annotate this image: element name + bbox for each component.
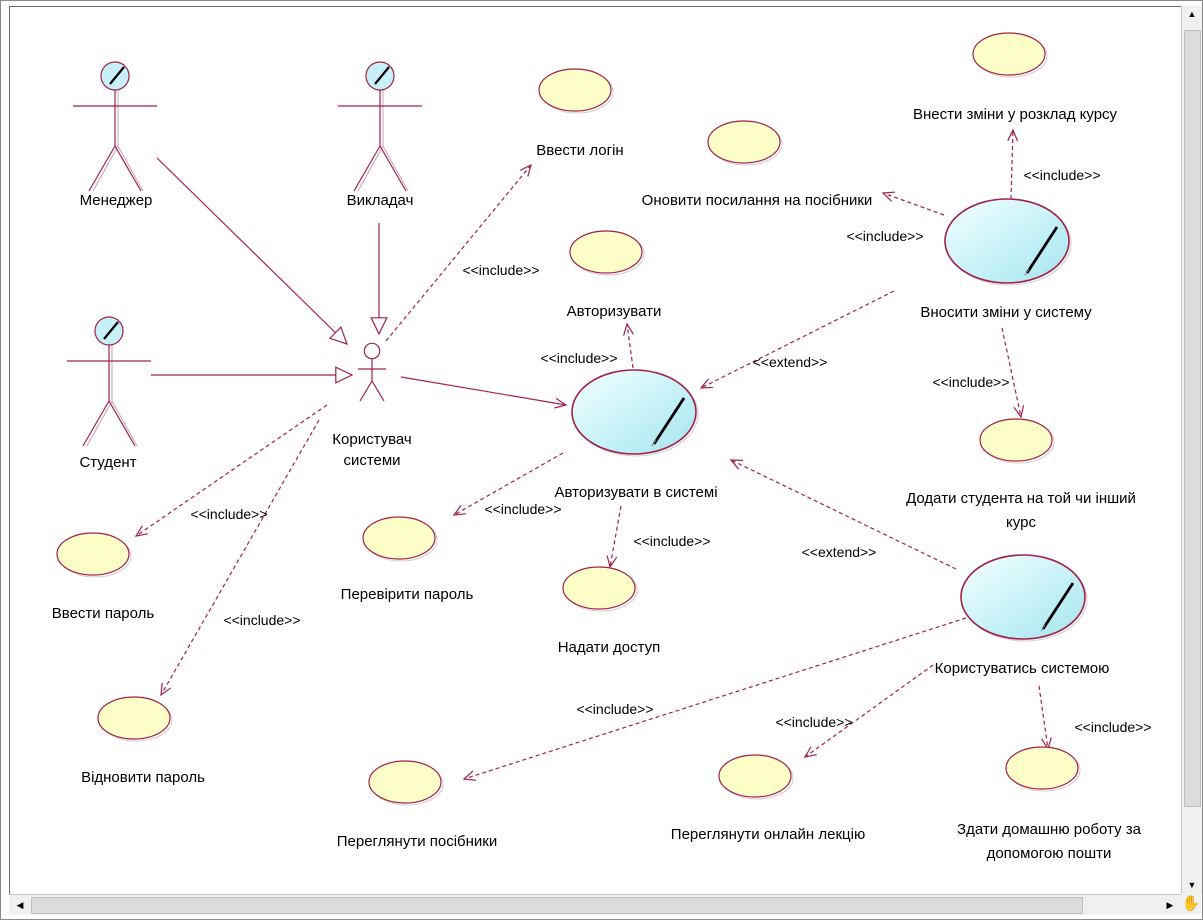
use-case-add-student[interactable]: [979, 418, 1055, 464]
actor-label-user: Користувач: [332, 431, 411, 448]
use-case-view-lecture[interactable]: [718, 754, 794, 800]
relationship-inc-changes-schedule[interactable]: [1007, 128, 1019, 200]
relationship-ext-use-auth[interactable]: [729, 459, 957, 570]
actor-label-student: Студент: [79, 454, 136, 471]
relationship-inc-use-manuals[interactable]: [462, 617, 967, 781]
stereotype-label-inc-use-homework: <<include>>: [1074, 719, 1151, 735]
stereotype-label-inc-changes-links: <<include>>: [846, 228, 923, 244]
use-case-change-schedule[interactable]: [972, 32, 1048, 78]
use-case-grant-access[interactable]: [562, 566, 638, 612]
scroll-down-arrow-icon[interactable]: ▼: [1187, 880, 1197, 890]
stereotype-label-inc-changes-student: <<include>>: [932, 374, 1009, 390]
use-case-label-grant-access: Надати доступ: [558, 639, 661, 656]
horizontal-scroll-thumb[interactable]: [31, 897, 1083, 914]
relationship-inc-changes-student[interactable]: [1001, 327, 1025, 419]
actor-student[interactable]: [67, 316, 151, 447]
stereotype-label-inc-user-login: <<include>>: [462, 262, 539, 278]
use-case-label-enter-password: Ввести пароль: [52, 605, 155, 622]
stereotype-label-inc-auth-authorize: <<include>>: [540, 350, 617, 366]
use-case-view-manuals[interactable]: [368, 760, 444, 806]
stereotype-label-ext-use-auth: <<extend>>: [802, 544, 877, 560]
use-case-label-submit-homework: Здати домашню роботу за: [957, 821, 1142, 838]
vertical-scroll-thumb[interactable]: [1184, 30, 1201, 807]
scroll-up-arrow-icon[interactable]: ▲: [1187, 9, 1197, 19]
use-case-make-changes[interactable]: [944, 198, 1072, 286]
use-case-enter-password[interactable]: [56, 532, 132, 578]
use-case-label-make-changes: Вносити зміни у систему: [920, 304, 1092, 321]
relationship-inc-use-lecture[interactable]: [803, 664, 934, 758]
stereotype-label-ext-changes-auth: <<extend>>: [753, 354, 828, 370]
use-case-update-links[interactable]: [707, 120, 783, 166]
relationship-inc-auth-check[interactable]: [452, 452, 564, 516]
use-case-label-add-student: курс: [1006, 514, 1036, 531]
horizontal-scrollbar[interactable]: ◀ ▶: [9, 894, 1181, 915]
stereotype-label-inc-user-password: <<include>>: [190, 506, 267, 522]
use-case-use-system[interactable]: [960, 554, 1088, 642]
relationship-gen-student-user[interactable]: [151, 366, 354, 384]
relationship-inc-use-homework[interactable]: [1038, 685, 1052, 751]
use-case-authorize-in-system[interactable]: [571, 369, 699, 457]
relationship-inc-user-restore[interactable]: [160, 419, 320, 697]
actor-label-manager: Менеджер: [80, 192, 153, 209]
actor-label-teacher: Викладач: [347, 192, 414, 209]
stereotype-label-inc-user-restore: <<include>>: [223, 612, 300, 628]
relationship-assoc-user-auth[interactable]: [400, 376, 568, 409]
actor-label-user: системи: [343, 452, 400, 469]
use-case-submit-homework[interactable]: [1005, 746, 1081, 792]
use-case-label-view-lecture: Переглянути онлайн лекцію: [671, 826, 865, 843]
stereotype-label-inc-use-lecture: <<include>>: [775, 714, 852, 730]
actor-teacher[interactable]: [338, 61, 422, 192]
relationship-inc-user-password[interactable]: [134, 404, 328, 537]
use-case-check-password[interactable]: [362, 516, 438, 562]
use-case-label-change-schedule: Внести зміни у розклад курсу: [913, 106, 1118, 123]
actor-manager[interactable]: [73, 61, 157, 192]
use-case-label-authorize: Авторизувати: [567, 303, 662, 320]
actor-user[interactable]: [358, 342, 386, 402]
use-case-label-add-student: Додати студента на той чи інший: [906, 490, 1136, 507]
pan-hand-icon[interactable]: ✋: [1181, 894, 1201, 914]
relationship-gen-teacher-user[interactable]: [370, 223, 388, 336]
use-case-label-submit-homework: допомогою пошти: [987, 845, 1112, 862]
stereotype-label-inc-auth-check: <<include>>: [484, 501, 561, 517]
use-case-authorize[interactable]: [569, 230, 645, 276]
use-case-label-restore-password: Відновити пароль: [81, 769, 205, 786]
relationship-inc-auth-authorize[interactable]: [623, 322, 634, 369]
use-case-label-view-manuals: Переглянути посібники: [337, 833, 498, 850]
relationship-inc-auth-access[interactable]: [606, 505, 622, 569]
use-case-label-update-links: Оновити посилання на посібники: [642, 192, 873, 209]
scroll-left-arrow-icon[interactable]: ◀: [16, 900, 24, 910]
use-case-restore-password[interactable]: [97, 696, 173, 742]
use-case-label-authorize-in-system: Авторизувати в системі: [554, 484, 717, 501]
vertical-scrollbar[interactable]: ▲ ▼: [1181, 6, 1202, 894]
stereotype-label-inc-use-manuals: <<include>>: [576, 701, 653, 717]
stereotype-label-inc-auth-access: <<include>>: [633, 533, 710, 549]
scroll-right-arrow-icon[interactable]: ▶: [1166, 900, 1174, 910]
relationship-inc-user-login[interactable]: [385, 163, 532, 342]
relationship-gen-manager-user[interactable]: [156, 157, 348, 345]
use-case-label-use-system: Користуватись системою: [935, 660, 1110, 677]
use-case-label-enter-login: Ввести логін: [536, 142, 623, 159]
use-case-enter-login[interactable]: [538, 68, 614, 114]
relationship-ext-changes-auth[interactable]: [699, 290, 895, 389]
relationship-inc-changes-links[interactable]: [881, 191, 945, 216]
stereotype-label-inc-changes-schedule: <<include>>: [1023, 167, 1100, 183]
use-case-label-check-password: Перевірити пароль: [341, 586, 474, 603]
